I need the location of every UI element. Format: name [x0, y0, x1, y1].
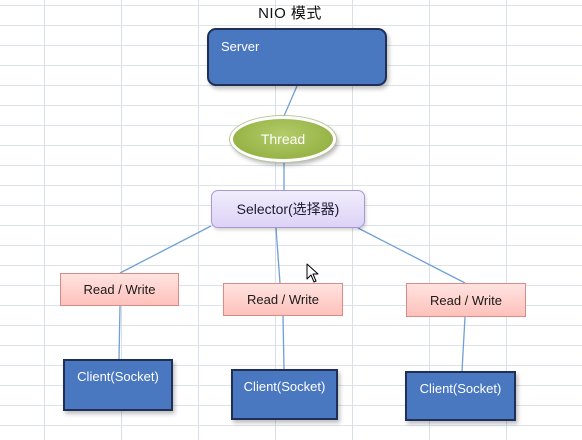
edge-rw1-client1	[118, 305, 121, 360]
server-node: Server	[207, 28, 387, 86]
read-write-node-1: Read / Write	[60, 273, 179, 306]
edge-selector-rw3	[357, 227, 466, 284]
read-write-node-2: Read / Write	[223, 283, 343, 316]
mouse-cursor-icon	[306, 263, 319, 283]
edge-rw2-client2	[282, 315, 285, 370]
read-write-node-3: Read / Write	[406, 283, 526, 317]
diagram-title: NIO 模式	[258, 5, 322, 22]
client-socket-node-3: Client(Socket)	[405, 371, 516, 421]
client-socket-node-1: Client(Socket)	[63, 359, 173, 411]
edge-selector-rw2	[275, 227, 281, 284]
client-socket-node-2: Client(Socket)	[231, 369, 338, 420]
edge-selector-rw1	[119, 225, 212, 274]
edge-rw3-client3	[461, 316, 466, 372]
selector-node: Selector(选择器)	[211, 190, 365, 228]
edge-server-thread	[283, 85, 298, 117]
thread-node: Thread	[230, 116, 336, 162]
